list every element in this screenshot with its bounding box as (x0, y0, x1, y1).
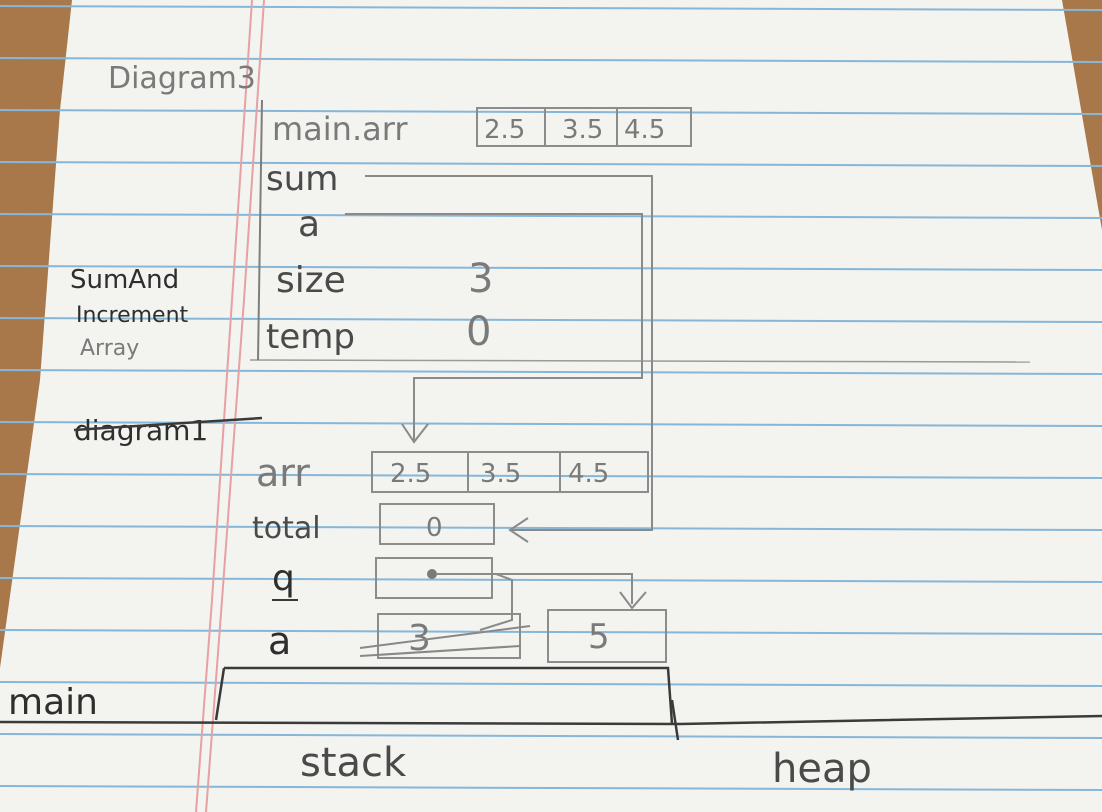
arr-val-1: 3.5 (480, 459, 521, 489)
q-dot (427, 569, 437, 579)
frame-name-line3: Array (80, 336, 139, 361)
stack-heap-divider (670, 699, 680, 741)
total-label: total (252, 511, 321, 546)
main-arr-val-0: 2.5 (484, 115, 525, 145)
arr-val-2: 4.5 (568, 459, 609, 489)
ruled-line (0, 161, 1102, 167)
ruled-line (0, 213, 1102, 219)
frame-left-border (257, 99, 263, 361)
arr-val-0: 2.5 (390, 459, 431, 489)
ruled-line (0, 785, 1102, 791)
main-frame-label: main (8, 682, 98, 723)
size-label: size (276, 260, 346, 301)
main-arr-cells: 2.5 3.5 4.5 (476, 107, 692, 147)
a-pointer (345, 213, 643, 440)
q-label: q (272, 558, 295, 599)
strike-through (73, 416, 263, 432)
margin-lines (195, 0, 265, 812)
header-label: Diagram3 (108, 61, 256, 96)
ruled-line (0, 577, 1102, 583)
sum-arrowhead (508, 517, 529, 543)
a-old-strike-1 (359, 625, 531, 649)
arr-cells: 2.5 3.5 4.5 (371, 451, 649, 493)
q-pointer (436, 573, 633, 604)
temp-value: 0 (466, 309, 491, 355)
a-arrowhead (401, 423, 429, 444)
total-value: 0 (426, 513, 443, 543)
ruled-line (0, 109, 1102, 115)
sum-label: sum (266, 159, 338, 199)
heap-label: heap (772, 746, 872, 792)
ruled-lines (0, 5, 1102, 791)
a-label-top: a (298, 204, 320, 245)
ruled-line (0, 473, 1102, 479)
q-arrowhead (619, 591, 647, 610)
main-frame-box (214, 666, 674, 725)
main-arr-label: main.arr (272, 110, 408, 148)
main-arr-val-2: 4.5 (624, 115, 665, 145)
a-old-value: 3 (408, 618, 431, 659)
ruled-line (0, 525, 1102, 531)
ruled-line (0, 369, 1102, 375)
q-box (375, 557, 493, 599)
a-new-box (547, 609, 667, 663)
a-old-box (377, 613, 521, 659)
ruled-line (0, 317, 1102, 323)
ruled-line (0, 681, 1102, 687)
q-old-pointer (479, 573, 513, 631)
a-new-value: 5 (588, 617, 610, 657)
arr-label: arr (256, 451, 310, 495)
a-label-main: a (268, 619, 291, 663)
sum-pointer (365, 175, 653, 531)
ruled-line (0, 629, 1102, 635)
ruled-line (0, 57, 1102, 63)
frame-divider (249, 359, 1031, 363)
stack-label: stack (300, 740, 407, 786)
ruled-line (0, 265, 1102, 271)
total-box (379, 503, 495, 545)
stack-heap-baseline (0, 714, 1102, 726)
ruled-line (0, 733, 1102, 739)
frame-name-line1: SumAnd (70, 265, 179, 295)
main-arr-val-1: 3.5 (562, 115, 603, 145)
size-value: 3 (468, 256, 493, 302)
ruled-line (0, 5, 1102, 11)
frame-name-line2: Increment (76, 303, 189, 328)
strike-label: diagram1 (74, 414, 208, 447)
temp-label: temp (266, 317, 355, 357)
a-old-strike-2 (359, 645, 521, 657)
